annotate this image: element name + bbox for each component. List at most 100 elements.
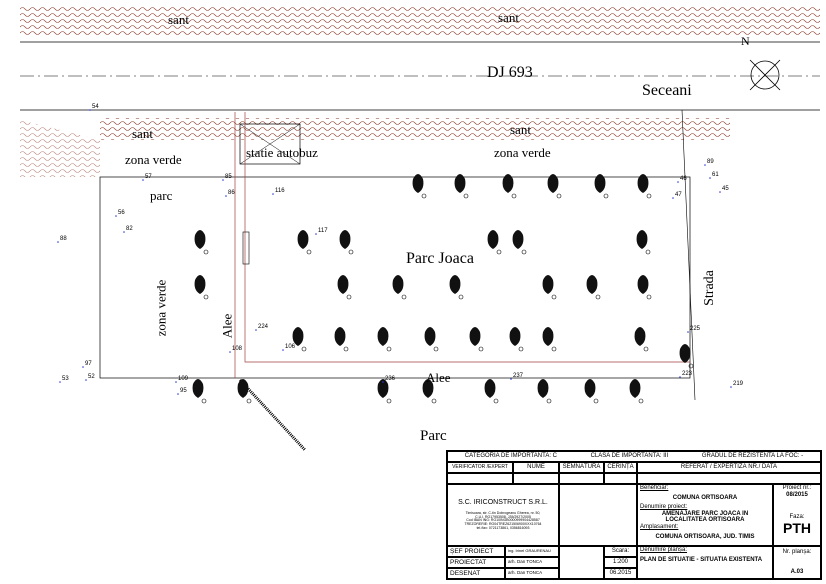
park-small-label: parc <box>150 188 173 203</box>
fire-resistance: GRADUL DE REZISTENTA LA FOC: - <box>701 453 804 460</box>
plan-name: PLAN DE SITUATIE - SITUATIA EXISTENTA <box>640 556 763 563</box>
blank <box>559 484 637 546</box>
survey-point-marker <box>704 164 706 166</box>
green-zone-label-1: zona verde <box>125 152 182 167</box>
survey-point-marker <box>315 233 317 235</box>
survey-point-label: 116 <box>275 188 285 194</box>
title-block: CATEGORIA DE IMPORTANTA: C CLASA DE IMPO… <box>446 450 822 580</box>
survey-point-label: 236 <box>385 376 396 382</box>
ditch-label-1: sant <box>168 12 189 27</box>
tree-icon <box>339 230 354 255</box>
alley-label: Alee <box>426 370 451 385</box>
tree-icon <box>484 379 499 404</box>
blank <box>513 473 559 484</box>
ditch-label-2: sant <box>498 10 519 25</box>
survey-point-label: 108 <box>232 346 243 352</box>
company-box: S.C. IRICONSTRUCT S.R.L. Timisoara, str.… <box>447 484 559 546</box>
bench <box>242 231 250 265</box>
street-edge <box>681 109 696 401</box>
survey-point-marker <box>225 195 227 197</box>
beneficiary: COMUNA ORTISOARA <box>672 494 738 501</box>
tree-icon <box>634 327 649 352</box>
tree-icon <box>422 379 437 404</box>
survey-point-label: 82 <box>126 226 133 232</box>
survey-point-marker <box>282 349 284 351</box>
tree-icon <box>542 327 557 352</box>
survey-point-marker <box>82 366 84 368</box>
tree-icon <box>377 379 392 404</box>
village-label: Seceani <box>642 82 692 99</box>
survey-point-label: 97 <box>85 361 92 367</box>
survey-point-marker <box>142 179 144 181</box>
survey-point-label: 223 <box>682 371 693 377</box>
tree-icon <box>337 275 352 300</box>
tree-icon <box>194 275 209 300</box>
date: 06.2015 <box>604 568 637 579</box>
blank <box>559 546 604 579</box>
survey-point-marker <box>672 197 674 199</box>
blank <box>559 473 604 484</box>
sheet-number: A.03 <box>790 569 804 576</box>
blank <box>637 473 821 484</box>
tree-icon <box>586 275 601 300</box>
survey-point-marker <box>89 109 91 111</box>
drawn-name: arh. Dan TONCA <box>505 568 559 579</box>
sheet-box: Nr. planșa: A.03 <box>773 546 821 579</box>
tree-icon <box>637 275 652 300</box>
chief-name: ing. Irinel GRAURENAU <box>505 546 559 557</box>
project-name: AMENAJARE PARC JOACA IN LOCALITATEA ORTI… <box>661 510 749 524</box>
tree-icon <box>449 275 464 300</box>
sheet-label: Nr. planșa: <box>782 549 812 555</box>
chief-label: ȘEF PROIECT <box>447 546 505 557</box>
survey-point-label: 47 <box>675 192 682 198</box>
survey-point-label: 57 <box>145 174 152 180</box>
alley-path <box>234 112 690 378</box>
tree-icon <box>297 230 312 255</box>
scale-label: Scara: <box>604 546 637 557</box>
project-info: Beneficiar: COMUNA ORTISOARA Denumire pr… <box>637 484 773 546</box>
survey-point-label: 109 <box>178 376 189 382</box>
survey-point-label: 88 <box>60 236 67 242</box>
report-header: REFERAT / EXPERTIZĂ NR./ DATA <box>637 462 821 473</box>
project-number-box: Proiect nr.: 08/2015 Faza: PTH <box>773 484 821 546</box>
project-number-label: Proiect nr.: <box>782 485 812 491</box>
alley-label-vertical: Alee <box>219 313 235 339</box>
ditch-hatch-top <box>20 5 820 37</box>
footbridge <box>238 378 307 452</box>
north-arrow-icon <box>749 59 781 91</box>
survey-point-label: 86 <box>228 190 235 196</box>
verifier-header: VERIFICATOR /EXPERT <box>447 462 513 473</box>
importance-row: CATEGORIA DE IMPORTANTA: C CLASA DE IMPO… <box>447 451 821 462</box>
tree-icon <box>594 174 609 199</box>
survey-point-label: 237 <box>513 373 524 379</box>
tree-icon <box>469 327 484 352</box>
tree-icon <box>584 379 599 404</box>
tree-icon <box>636 230 651 255</box>
park-label: Parc <box>420 428 447 444</box>
ditch-hatch-west <box>20 120 100 177</box>
survey-point-label: 53 <box>62 376 69 382</box>
survey-point-marker <box>255 329 257 331</box>
survey-point-label: 45 <box>722 186 729 192</box>
scale: 1:200 <box>604 557 637 568</box>
survey-point-marker <box>59 381 61 383</box>
tree-icon <box>194 230 209 255</box>
green-zone-label-vertical: zona verde <box>153 279 169 337</box>
tree-icon <box>292 327 307 352</box>
company-iban: Cod IBAN ING: RO10INGB0000999904428587 <box>466 518 540 523</box>
phase-label: Faza: <box>789 514 805 521</box>
survey-point-marker <box>709 177 711 179</box>
survey-point-marker <box>85 379 87 381</box>
ditch-label-3: sant <box>132 126 153 141</box>
survey-point-label: 224 <box>258 324 269 330</box>
tree-icon <box>629 379 644 404</box>
survey-point-marker <box>677 181 679 183</box>
survey-point-label: 56 <box>118 210 125 216</box>
name-header: NUME <box>513 462 559 473</box>
importance-category: CATEGORIA DE IMPORTANTA: C <box>464 453 558 460</box>
playground-label: Parc Joaca <box>406 250 474 267</box>
tree-icon <box>424 327 439 352</box>
tree-icon <box>334 327 349 352</box>
